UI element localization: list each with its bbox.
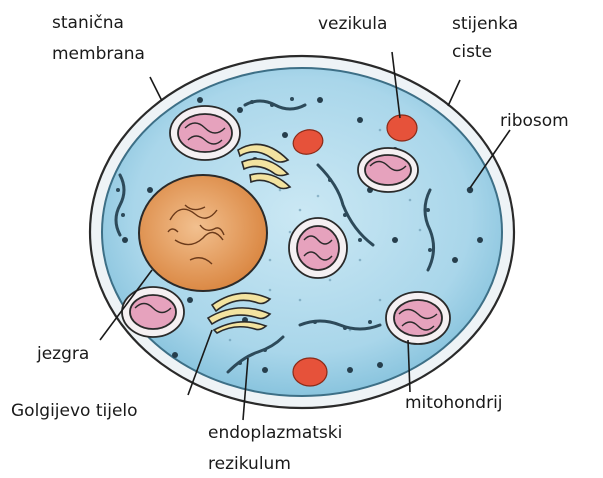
label-golgijevo-tijelo: Golgijevo tijelo [11, 400, 138, 422]
label-stanicna-line2: membrana [52, 43, 145, 65]
label-stijenka-line1: stijenka [452, 13, 518, 35]
label-stijenka-ciste: stijenka ciste [452, 13, 518, 63]
label-ribosom: ribosom [500, 110, 569, 132]
mitochondrion-5 [386, 292, 450, 344]
label-vezikula: vezikula [318, 13, 387, 35]
mitochondrion-1 [170, 106, 240, 160]
leader-stijenka-ciste [448, 80, 460, 106]
mitochondrion-3 [289, 218, 347, 278]
vesicle-1 [387, 115, 417, 141]
leader-stanicna-membrana [150, 77, 162, 101]
label-mitohondrij: mitohondrij [405, 392, 503, 414]
vesicle-3 [293, 358, 327, 386]
label-jezgra: jezgra [37, 343, 89, 365]
label-stanicna-line1: stanična [52, 12, 145, 34]
nucleus [139, 175, 267, 291]
label-stanicna-membrana: stanična membrana [52, 12, 145, 65]
label-er-line1: endoplazmatski [208, 422, 342, 444]
label-endoplazmatski-retikulum: endoplazmatski rezikulum [208, 422, 342, 475]
label-er-line2: rezikulum [208, 453, 342, 475]
mitochondrion-2 [358, 148, 418, 192]
mitochondrion-4 [122, 287, 184, 337]
label-stijenka-line2: ciste [452, 41, 518, 63]
